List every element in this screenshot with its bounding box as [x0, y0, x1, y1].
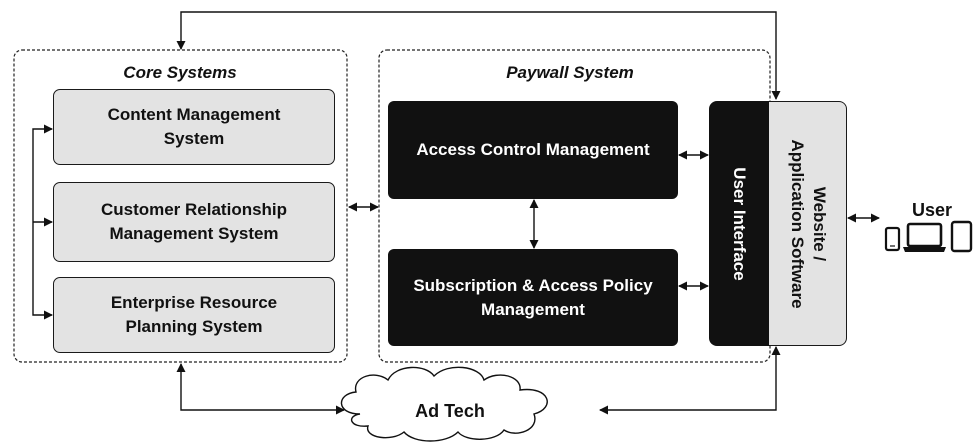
user-interface-bar: [709, 101, 769, 346]
access-control-management-box: Access Control Management: [388, 101, 678, 199]
website-application-label: Website / Application Software: [788, 139, 829, 309]
cloud-icon: [340, 366, 548, 442]
subscription-access-policy-box: Subscription & Access Policy Management: [388, 249, 678, 346]
user-label: User: [912, 200, 953, 220]
content-management-system-box: Content Management System: [53, 89, 335, 165]
core-systems-panel: [13, 49, 348, 363]
paywall-system-title: Paywall System: [506, 63, 634, 82]
tablet-icon: [950, 220, 973, 253]
smartphone-icon: [884, 226, 901, 252]
enterprise-resource-planning-box: Enterprise Resource Planning System: [53, 277, 335, 353]
ad-tech-label: Ad Tech: [415, 401, 485, 421]
core-systems-title: Core Systems: [123, 63, 237, 82]
laptop-icon: [903, 222, 946, 252]
adtech-website-connector: [599, 346, 781, 415]
customer-relationship-management-box: Customer Relationship Management System: [53, 182, 335, 262]
user-interface-label: User Interface: [730, 167, 749, 281]
top-connector: [176, 11, 781, 100]
website-application-box: [769, 101, 847, 346]
core-adtech-connector: [176, 363, 345, 415]
